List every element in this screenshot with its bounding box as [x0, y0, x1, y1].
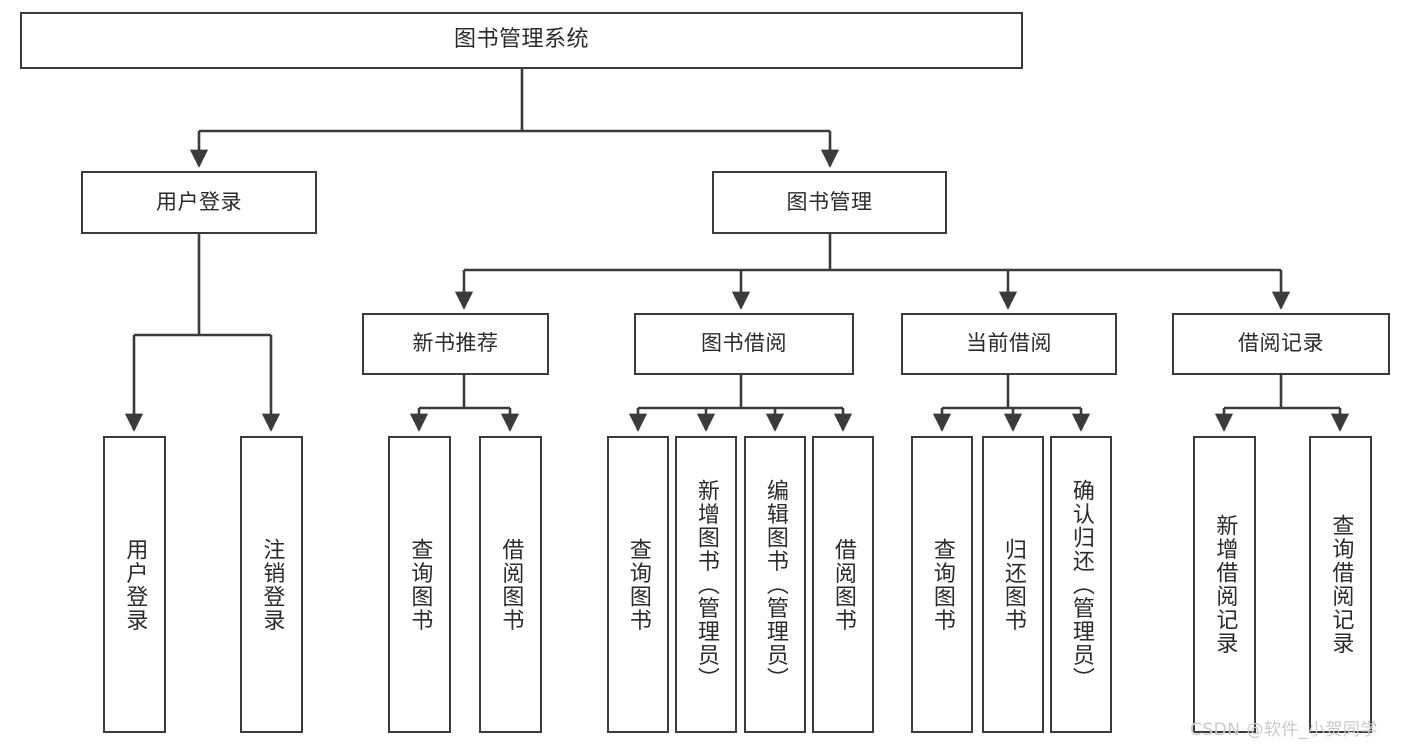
leaf-confirm-return-admin[interactable]: 确认归还（管理员）: [1050, 436, 1112, 733]
node-label: 归还图书: [1000, 537, 1026, 632]
node-label: 图书管理: [786, 189, 873, 214]
leaf-add-borrow-record[interactable]: 新增借阅记录: [1193, 436, 1256, 733]
leaf-add-book-admin[interactable]: 新增图书（管理员）: [675, 436, 737, 733]
node-borrowing-records[interactable]: 借阅记录: [1172, 313, 1390, 375]
node-label: 注销登录: [259, 537, 285, 632]
node-new-book-recommendation[interactable]: 新书推荐: [362, 313, 549, 375]
csdn-watermark: CSDN @软件_小贺同学: [1190, 720, 1378, 740]
node-label: 新增借阅记录: [1212, 514, 1238, 655]
node-label: 新书推荐: [412, 331, 499, 356]
node-book-borrowing[interactable]: 图书借阅: [634, 313, 854, 375]
leaf-query-books-borrow[interactable]: 查询图书: [607, 436, 669, 733]
node-label: 编辑图书（管理员）: [762, 478, 788, 691]
node-label: 查询图书: [929, 537, 955, 632]
node-label: 用户登录: [156, 189, 242, 214]
leaf-query-books-current[interactable]: 查询图书: [911, 436, 973, 733]
node-label: 查询借阅记录: [1328, 514, 1354, 655]
node-label: 图书借阅: [701, 331, 787, 356]
node-label: 查询图书: [625, 537, 651, 632]
node-label: 借阅记录: [1238, 331, 1324, 356]
leaf-borrow-book[interactable]: 借阅图书: [812, 436, 874, 733]
leaf-query-borrow-record[interactable]: 查询借阅记录: [1309, 436, 1372, 733]
node-root-system[interactable]: 图书管理系统: [20, 12, 1023, 69]
node-current-borrowing[interactable]: 当前借阅: [901, 313, 1117, 375]
node-label: 借阅图书: [498, 537, 524, 632]
node-label: 用户登录: [122, 537, 148, 632]
leaf-edit-book-admin[interactable]: 编辑图书（管理员）: [744, 436, 806, 733]
node-label: 当前借阅: [966, 331, 1052, 356]
leaf-user-login[interactable]: 用户登录: [103, 436, 166, 733]
leaf-borrow-books-new[interactable]: 借阅图书: [479, 436, 542, 733]
node-label: 图书管理系统: [453, 27, 589, 53]
node-user-login[interactable]: 用户登录: [81, 171, 317, 234]
node-label: 查询图书: [407, 537, 433, 632]
node-label: 借阅图书: [830, 537, 856, 632]
node-label: 确认归还（管理员）: [1068, 478, 1094, 691]
leaf-logout[interactable]: 注销登录: [240, 436, 303, 733]
node-book-management[interactable]: 图书管理: [712, 171, 947, 234]
node-label: 新增图书（管理员）: [693, 478, 719, 691]
leaf-query-books-new[interactable]: 查询图书: [388, 436, 451, 733]
leaf-return-book[interactable]: 归还图书: [982, 436, 1044, 733]
